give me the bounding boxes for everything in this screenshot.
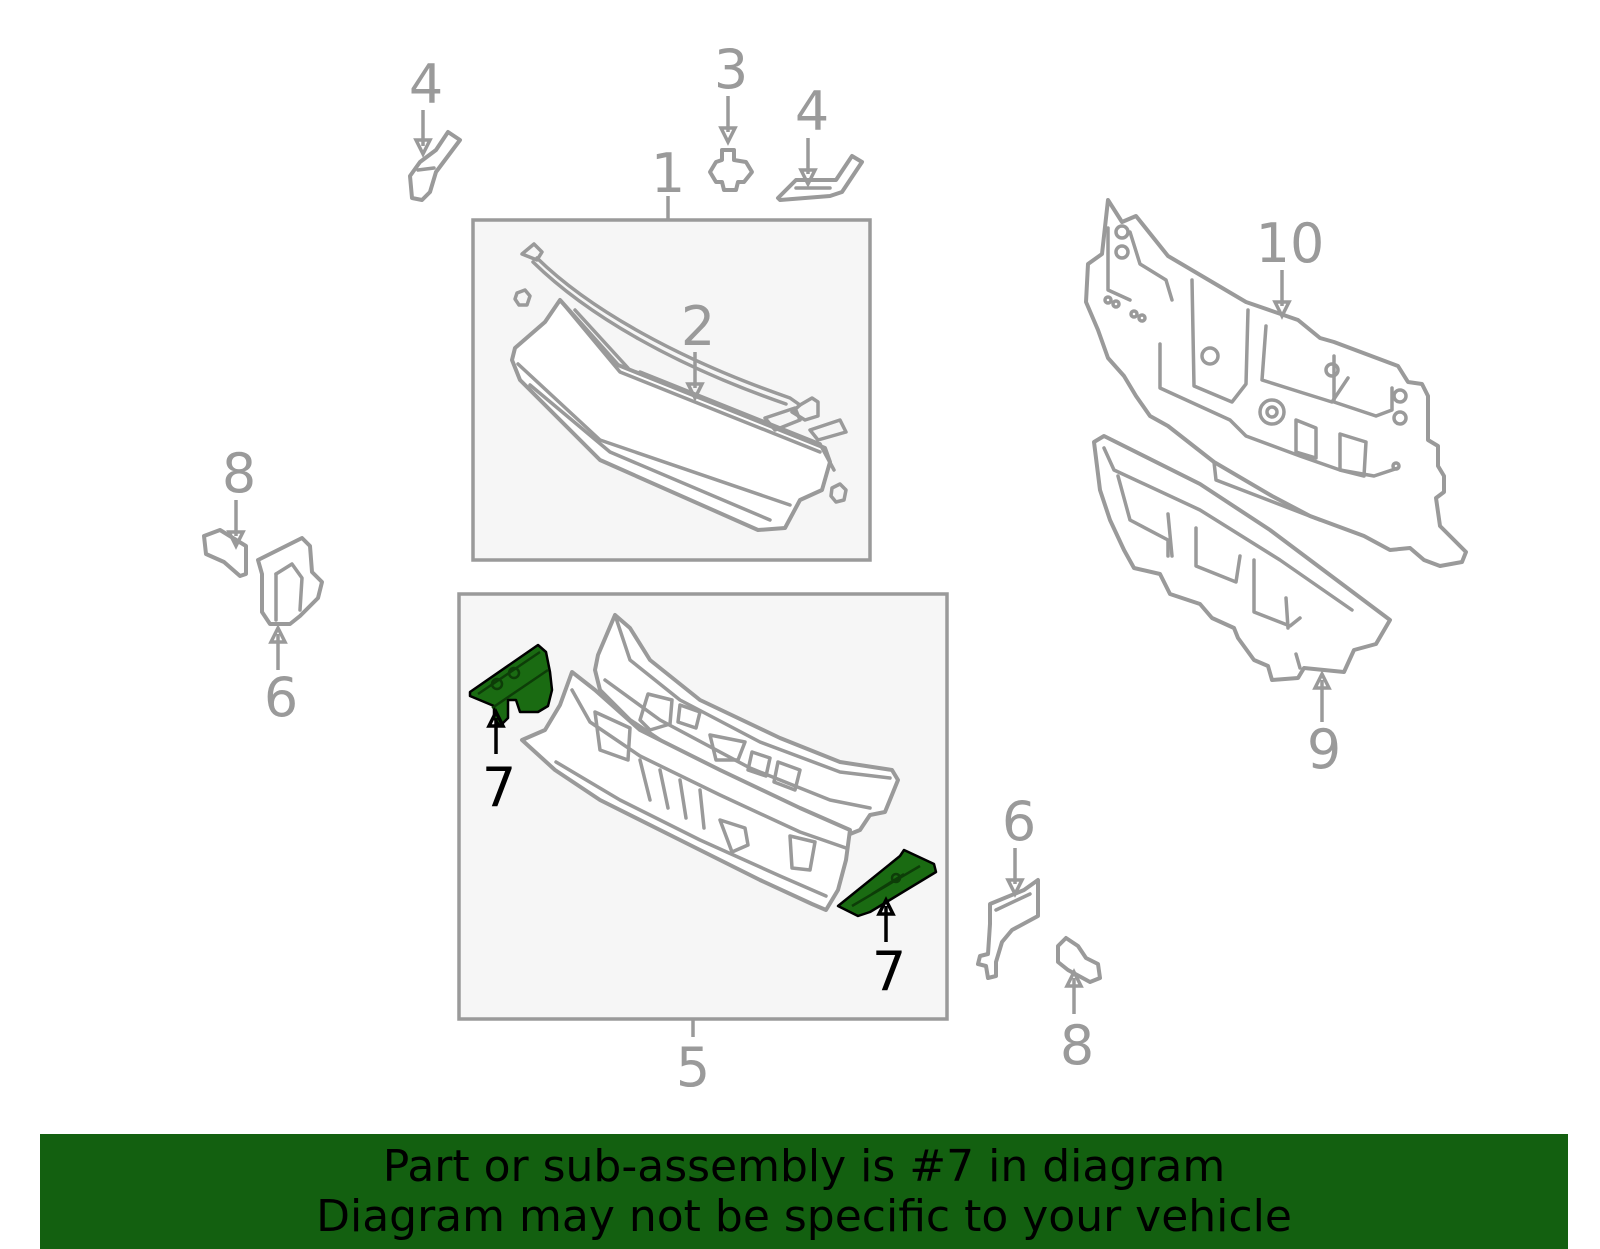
callout-5: 5 <box>676 1036 710 1099</box>
callout-4-left: 4 <box>409 53 443 116</box>
part-4-right-bracket[interactable] <box>776 154 864 202</box>
part-6-left-bracket[interactable] <box>256 536 324 626</box>
assembly-box-1 <box>471 196 872 562</box>
cowl-top-panel[interactable] <box>510 298 848 532</box>
banner-line-2: Diagram may not be specific to your vehi… <box>316 1190 1292 1242</box>
callout-7-left: 7 <box>482 756 516 819</box>
callout-7-right: 7 <box>872 940 906 1003</box>
callout-10: 10 <box>1256 212 1325 275</box>
assembly-box-5 <box>457 592 949 1037</box>
part-3-clip[interactable] <box>708 148 754 192</box>
part-7-left-highlight[interactable] <box>468 643 554 728</box>
callout-3: 3 <box>714 38 748 101</box>
info-banner: Part or sub-assembly is #7 in diagram Di… <box>40 1134 1568 1249</box>
callout-6-right: 6 <box>1002 790 1036 853</box>
banner-line-1: Part or sub-assembly is #7 in diagram <box>382 1140 1226 1192</box>
callout-6-left: 6 <box>264 666 298 729</box>
dash-lower-panel[interactable] <box>520 670 852 912</box>
part-9-insulator[interactable] <box>1092 434 1392 682</box>
callout-9: 9 <box>1307 718 1341 781</box>
dash-upper-panel[interactable] <box>593 613 900 842</box>
part-6-right-bracket[interactable] <box>976 878 1040 980</box>
part-8-right-bracket[interactable] <box>1056 936 1102 984</box>
leader-lines <box>226 96 1332 1014</box>
clip-icon <box>513 288 532 307</box>
clip-icon <box>829 482 848 504</box>
part-4-left-bracket[interactable] <box>408 130 462 202</box>
callout-2: 2 <box>681 295 715 358</box>
callout-8-left: 8 <box>222 442 256 505</box>
part-2-cowl-seal[interactable] <box>520 242 820 422</box>
callout-1: 1 <box>651 142 685 205</box>
callout-8-right: 8 <box>1060 1014 1094 1077</box>
part-7-right-highlight[interactable] <box>836 848 938 918</box>
callout-4-right: 4 <box>795 80 829 143</box>
part-10-dash-panel[interactable] <box>1084 198 1468 568</box>
